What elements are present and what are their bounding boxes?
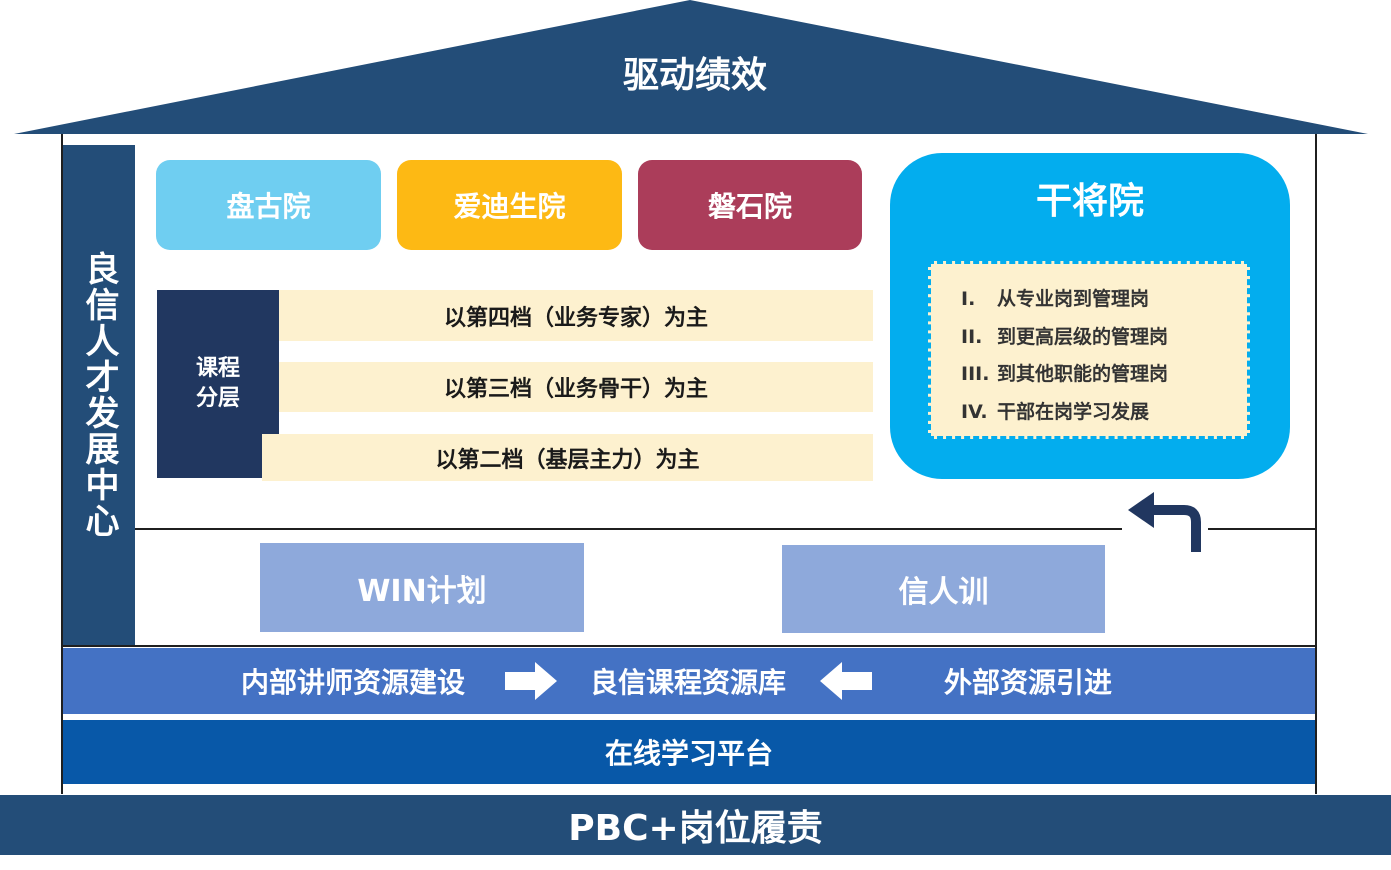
external-resource-introduction: 外部资源引进	[943, 666, 1112, 699]
list-number: I.	[961, 288, 976, 310]
curriculum-label-line2: 分层	[195, 386, 240, 411]
curriculum-tier-3: 以第三档（业务骨干）为主	[279, 362, 873, 412]
academy-pangu: 盘古院	[156, 160, 381, 250]
roof-title: 驱动绩效	[622, 55, 767, 96]
course-resource-library: 良信课程资源库	[589, 666, 786, 699]
talent-center-label: 良信人才发展中心	[63, 145, 135, 645]
floor-divider-lower	[61, 645, 1317, 647]
arrow-right-icon	[505, 662, 557, 700]
program-xinren-training: 信人训	[782, 545, 1105, 633]
arrow-left-icon	[820, 662, 872, 700]
list-number: III.	[961, 363, 990, 385]
academy-edison: 爱迪生院	[397, 160, 622, 250]
curriculum-label-line1: 课程	[195, 356, 240, 381]
list-number: II.	[961, 326, 983, 348]
program-win-plan: WIN计划	[260, 543, 584, 632]
frame-left-line	[61, 134, 63, 794]
ganjiang-list-box: I. 从专业岗到管理岗 II. 到更高层级的管理岗 III. 到其他职能的管理岗 IV…	[928, 261, 1250, 439]
ganjiang-list-item: III. 到其他职能的管理岗	[961, 359, 1168, 386]
list-number: IV.	[961, 401, 988, 423]
ganjiang-list-item: IV. 干部在岗学习发展	[961, 397, 1149, 424]
list-text: 从专业岗到管理岗	[997, 288, 1150, 310]
list-text: 到更高层级的管理岗	[997, 326, 1169, 348]
curriculum-layer-label: 课程 分层	[157, 290, 279, 478]
roof-shape	[14, 0, 1368, 134]
curriculum-tier-4: 以第四档（业务专家）为主	[279, 290, 873, 341]
list-text: 到其他职能的管理岗	[997, 363, 1169, 385]
curriculum-tier-2: 以第二档（基层主力）为主	[262, 434, 873, 481]
resource-bar	[63, 648, 1315, 714]
online-learning-platform: 在线学习平台	[63, 720, 1315, 784]
frame-right-line	[1315, 134, 1317, 794]
ganjiang-list-item: I. 从专业岗到管理岗	[961, 284, 1149, 311]
foundation-pbc: PBC+岗位履责	[0, 795, 1391, 855]
list-text: 干部在岗学习发展	[997, 401, 1150, 423]
ganjiang-academy-title: 干将院	[1035, 181, 1144, 222]
ganjiang-list-item: II. 到更高层级的管理岗	[961, 322, 1168, 349]
return-arrow-icon	[1122, 492, 1208, 556]
floor-divider-upper	[135, 528, 1315, 530]
internal-lecturer-resources: 内部讲师资源建设	[240, 666, 465, 699]
academy-panshi: 磐石院	[638, 160, 862, 250]
